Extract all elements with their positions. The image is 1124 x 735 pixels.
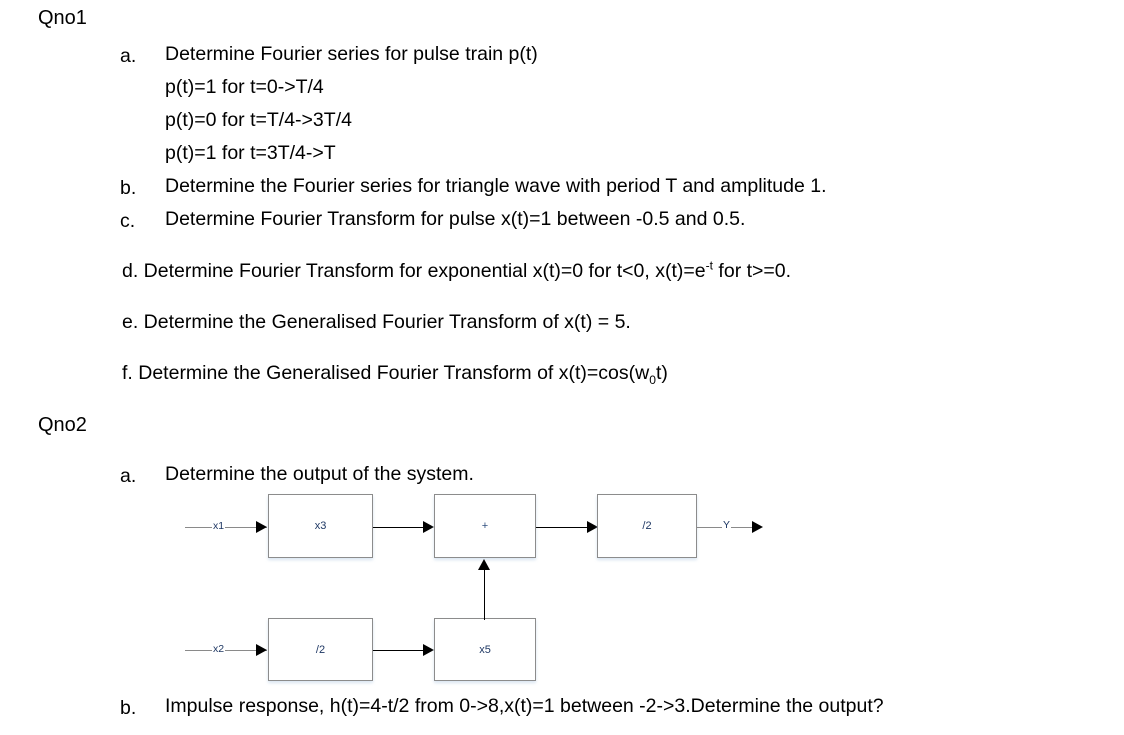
block-divide-2-output[interactable]: /2: [597, 494, 697, 558]
block-summer[interactable]: +: [434, 494, 536, 558]
list-marker-1c: c.: [120, 210, 136, 232]
block-divide-2-output-label: /2: [642, 520, 652, 532]
paragraph-1f-suffix: t): [655, 362, 668, 384]
paragraph-1d-superscript: -t: [705, 258, 714, 273]
list-marker-1a: a.: [120, 45, 137, 67]
paragraph-1f-prefix: f. Determine the Generalised Fourier Tra…: [122, 362, 650, 384]
block-summer-label: +: [481, 520, 489, 532]
block-gain-x3-label: x3: [314, 520, 327, 532]
clipped-top-line: [0, 0, 1124, 4]
paragraph-1d-prefix: d. Determine Fourier Transform for expon…: [122, 260, 706, 282]
list-marker-2b: b.: [120, 697, 137, 719]
wire-summer-to-div2: [536, 527, 596, 528]
item-2b-text: Impulse response, h(t)=4-t/2 from 0->8,x…: [165, 695, 884, 717]
item-1a-line-3: p(t)=0 for t=T/4->3T/4: [165, 109, 352, 131]
paragraph-1f: f. Determine the Generalised Fourier Tra…: [122, 362, 668, 387]
list-marker-2a: a.: [120, 465, 137, 487]
wire-summer-to-div2-arrowhead: [587, 521, 598, 533]
block-divide-2-lower[interactable]: /2: [268, 618, 373, 681]
item-1b-text: Determine the Fourier series for triangl…: [165, 175, 827, 197]
wire-x5-to-summer-arrowhead: [478, 559, 490, 570]
wire-div2-to-x5: [373, 650, 431, 651]
paragraph-1f-subscript: 0: [649, 372, 656, 387]
section-heading-qno2: Qno2: [38, 414, 87, 436]
block-divide-2-lower-label: /2: [315, 643, 326, 656]
item-1a-line-1: Determine Fourier series for pulse train…: [165, 43, 538, 65]
input-2-label: x2: [212, 643, 226, 655]
paragraph-1e: e. Determine the Generalised Fourier Tra…: [122, 311, 631, 333]
wire-x3-to-summer: [373, 527, 431, 528]
paragraph-1d-suffix: for t>=0.: [713, 260, 792, 282]
item-1a-line-4: p(t)=1 for t=3T/4->T: [165, 142, 336, 164]
output-arrowhead: [752, 521, 763, 533]
output-label: Y: [722, 519, 732, 531]
input-1-label: x1: [212, 520, 226, 532]
input-1-arrowhead: [256, 521, 267, 533]
block-gain-x3[interactable]: x3: [268, 494, 373, 558]
section-heading-qno1: Qno1: [38, 7, 87, 29]
wire-div2-to-x5-arrowhead: [423, 644, 434, 656]
paragraph-1d: d. Determine Fourier Transform for expon…: [122, 258, 792, 282]
item-1a-line-2: p(t)=1 for t=0->T/4: [165, 76, 324, 98]
item-1c-text: Determine Fourier Transform for pulse x(…: [165, 208, 746, 230]
input-2-wire: [185, 650, 267, 651]
item-2a-text: Determine the output of the system.: [165, 463, 474, 485]
block-gain-x5-label: x5: [479, 643, 491, 656]
list-marker-1b: b.: [120, 177, 137, 199]
input-2-arrowhead: [256, 644, 267, 656]
wire-x5-to-summer: [484, 570, 485, 620]
input-1-wire: [185, 527, 267, 528]
wire-x3-to-summer-arrowhead: [423, 521, 434, 533]
block-gain-x5[interactable]: x5: [434, 618, 536, 681]
